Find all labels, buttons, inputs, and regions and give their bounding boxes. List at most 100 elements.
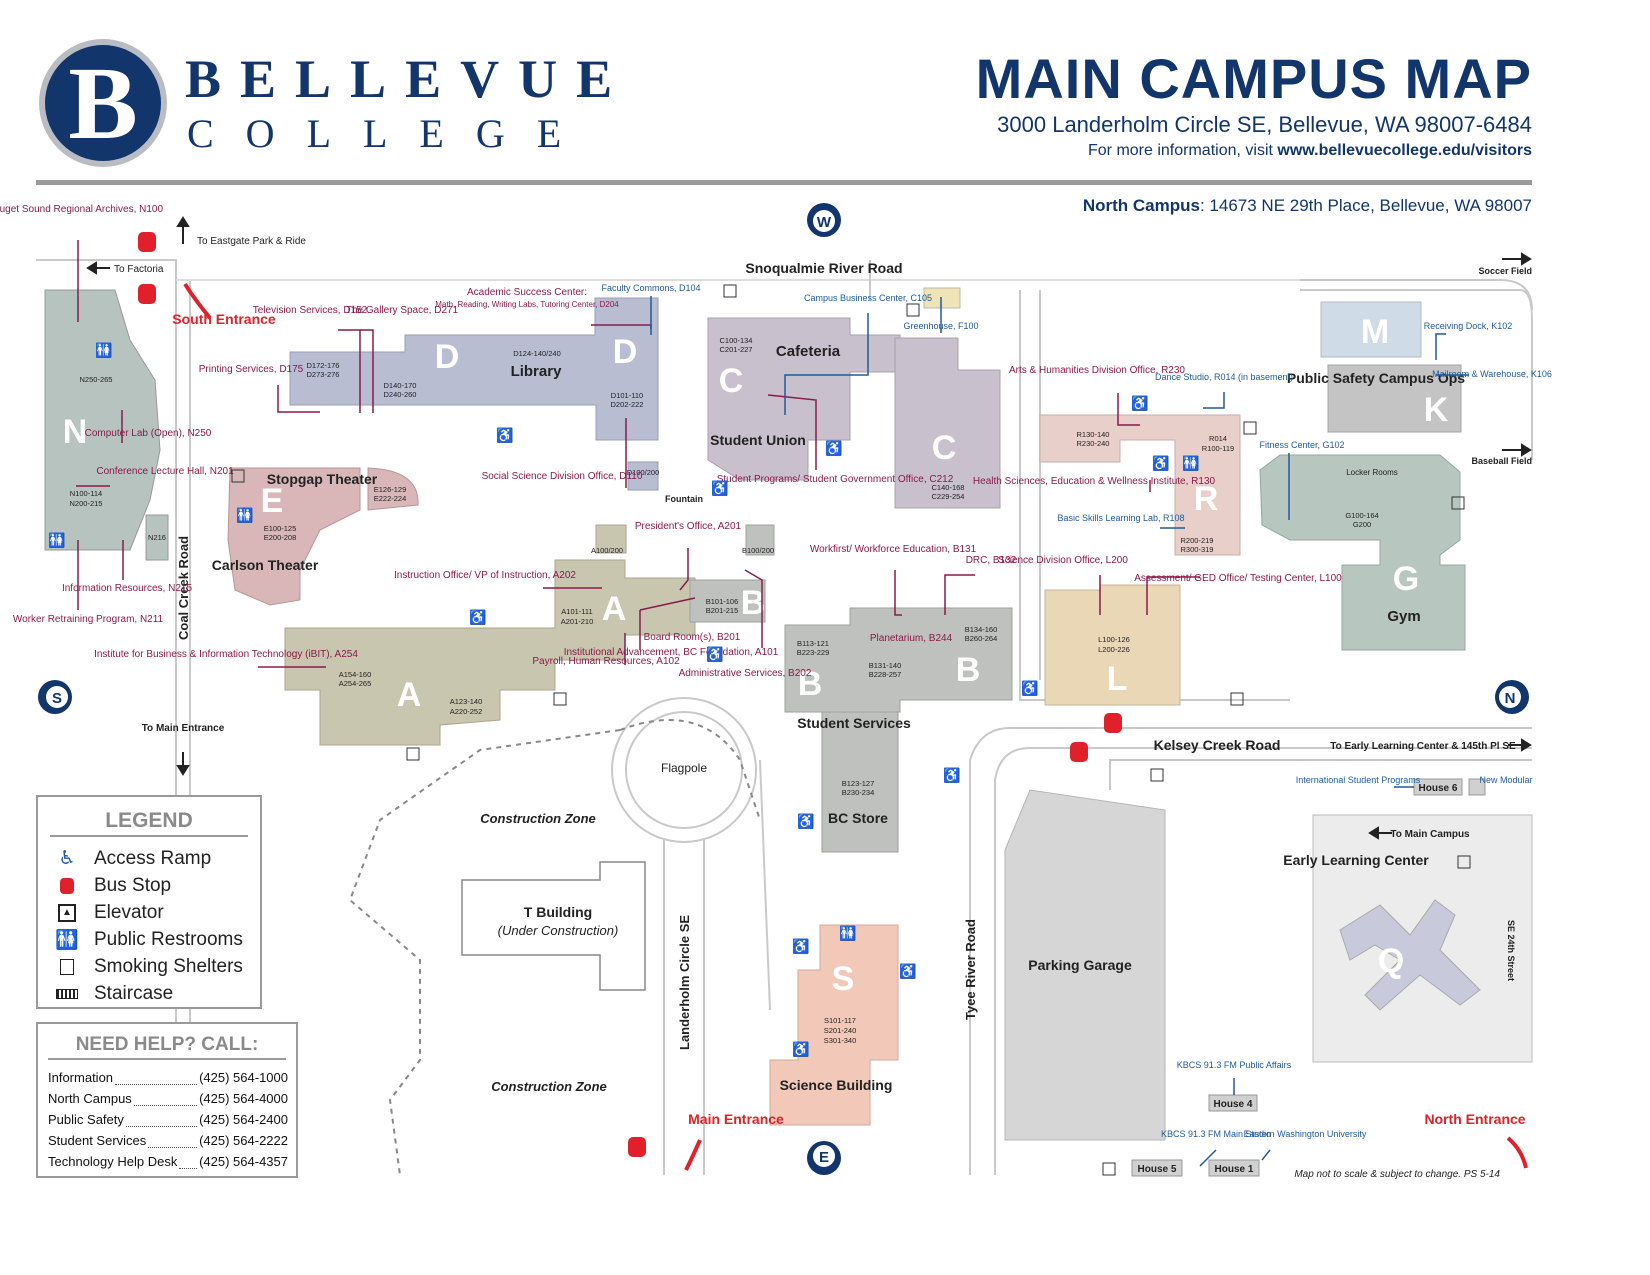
- building-e-annex[interactable]: [367, 467, 419, 511]
- callout-academic-success: Academic Success Center:: [467, 287, 587, 298]
- building-n[interactable]: [44, 289, 161, 551]
- entrance-labels: South Entrance Main Entrance North Entra…: [172, 311, 1526, 1127]
- help-row: Technology Help Desk (425) 564-4357: [48, 1154, 288, 1175]
- building-r[interactable]: [1039, 414, 1241, 556]
- building-e[interactable]: [227, 467, 361, 606]
- bus-stop-icon: [54, 877, 80, 894]
- student-union-label: Student Union: [710, 432, 806, 448]
- smoking-shelter-icon: [1451, 496, 1465, 510]
- help-label: Public Safety: [48, 1112, 124, 1127]
- help-phone[interactable]: (425) 564-1000: [199, 1070, 288, 1085]
- house-4[interactable]: [1208, 1094, 1258, 1112]
- legend-title: LEGEND: [105, 809, 193, 832]
- parking-garage-label: Parking Garage: [1028, 957, 1132, 973]
- legend-label: Access Ramp: [94, 847, 212, 869]
- room-d172: D172-176: [307, 361, 340, 370]
- bus-stop-icon[interactable]: [628, 1137, 646, 1157]
- restroom-icon: 🚻: [48, 532, 65, 549]
- room-l200: L200-226: [1098, 645, 1130, 654]
- access-ramp-icon: ♿: [792, 938, 809, 955]
- greenhouse[interactable]: [923, 287, 961, 309]
- help-label: North Campus: [48, 1091, 132, 1106]
- access-ramp-icon: ♿: [825, 440, 842, 457]
- room-a100: A100/200: [591, 546, 623, 555]
- compass-east: E: [807, 1141, 841, 1175]
- building-a[interactable]: [284, 559, 696, 746]
- building-s[interactable]: [769, 924, 899, 1126]
- legend-item-restrooms: 🚻Public Restrooms: [54, 926, 260, 953]
- building-k[interactable]: [1327, 364, 1462, 433]
- room-r130: R130-140: [1077, 430, 1110, 439]
- se-24th-label: SE 24th Street: [1506, 920, 1516, 981]
- callout-ewu: Eastern Washington University: [1244, 1129, 1367, 1139]
- help-phone[interactable]: (425) 564-4000: [199, 1091, 288, 1106]
- compass-north: N: [1495, 680, 1529, 714]
- house-5-label: House 5: [1138, 1164, 1177, 1175]
- room-d202: D202-222: [611, 400, 644, 409]
- help-phone[interactable]: (425) 564-2222: [199, 1133, 288, 1148]
- callout-ibit: Institute for Business & Information Tec…: [94, 649, 358, 660]
- building-b-north[interactable]: [689, 579, 766, 623]
- cafeteria-label: Cafeteria: [776, 343, 841, 360]
- letter-n: N: [63, 413, 88, 451]
- help-list: Information(425) 564-1000 North Campus (4…: [38, 1070, 296, 1175]
- building-d[interactable]: [289, 297, 659, 441]
- room-e100: E100-125: [264, 524, 297, 533]
- smoking-shelter-icon: [1102, 1162, 1116, 1176]
- building-student-services[interactable]: [821, 711, 899, 853]
- parking-garage[interactable]: [1004, 789, 1166, 1141]
- room-c201: C201-227: [720, 345, 753, 354]
- callout-campus-business: Campus Business Center, C105: [804, 293, 932, 303]
- room-r200: R200-219: [1181, 536, 1214, 545]
- compass-east-label: E: [819, 1149, 829, 1166]
- house-5[interactable]: [1131, 1159, 1183, 1177]
- new-modular[interactable]: [1468, 778, 1486, 796]
- student-services-label: Student Services: [797, 715, 911, 731]
- brand-line-2: COLLEGE: [187, 111, 594, 156]
- bus-stop-icon[interactable]: [138, 284, 156, 304]
- building-g[interactable]: [1259, 454, 1466, 651]
- t-building-sublabel: (Under Construction): [498, 923, 619, 938]
- help-row: Information(425) 564-1000: [48, 1070, 288, 1091]
- building-t[interactable]: [461, 861, 646, 991]
- carlson-label: Carlson Theater: [212, 557, 319, 573]
- letter-d-east: D: [613, 333, 638, 371]
- building-n216[interactable]: [145, 514, 169, 561]
- letter-d-west: D: [435, 338, 460, 376]
- building-m[interactable]: [1320, 301, 1422, 358]
- campus-address: 3000 Landerholm Circle SE, Bellevue, WA …: [997, 112, 1532, 137]
- help-phone[interactable]: (425) 564-2400: [199, 1112, 288, 1127]
- early-learning-label: Early Learning Center: [1283, 852, 1429, 868]
- room-n250: N250-265: [80, 375, 113, 384]
- room-l100: L100-126: [1098, 635, 1130, 644]
- bus-stop-icon[interactable]: [1070, 742, 1088, 762]
- building-d100[interactable]: [627, 461, 659, 491]
- coal-creek-road-label: Coal Creek Road: [176, 536, 191, 640]
- visitor-url-link[interactable]: www.bellevuecollege.edu/visitors: [1277, 142, 1532, 159]
- callout-payroll: Payroll, Human Resources, A102: [532, 656, 680, 667]
- bus-stop-icon[interactable]: [1104, 713, 1122, 733]
- legend-items: ♿Access Ramp Bus Stop ▲Elevator 🚻Public …: [38, 845, 260, 1007]
- house-1[interactable]: [1208, 1159, 1260, 1177]
- building-c-east[interactable]: [894, 337, 1001, 509]
- main-entrance-label: Main Entrance: [688, 1111, 784, 1127]
- letter-e: E: [261, 482, 284, 520]
- t-building-label: T Building: [524, 904, 592, 920]
- room-d140: D140-170: [384, 381, 417, 390]
- building-q[interactable]: [1339, 899, 1481, 1011]
- callout-health: Health Sciences, Education & Wellness In…: [973, 476, 1216, 487]
- building-b100[interactable]: [745, 524, 775, 556]
- building-a100[interactable]: [595, 524, 627, 554]
- help-label: Technology Help Desk: [48, 1154, 178, 1169]
- callout-info-resources: Information Resources, N215: [62, 583, 193, 594]
- help-phone[interactable]: (425) 564-4357: [199, 1154, 288, 1169]
- restroom-icon: 🚻: [839, 925, 856, 942]
- callout-academic-success-sub: Math, Reading, Writing Labs, Tutoring Ce…: [435, 300, 619, 309]
- callout-president: President's Office, A201: [635, 521, 742, 532]
- bus-stop-icon[interactable]: [138, 232, 156, 252]
- north-campus-address: North Campus: 14673 NE 29th Place, Belle…: [1083, 196, 1532, 216]
- letter-m: M: [1361, 313, 1389, 351]
- smoking-shelter-icon: [906, 303, 920, 317]
- legend-item-elevator: ▲Elevator: [54, 899, 260, 926]
- to-eastgate-label: To Eastgate Park & Ride: [197, 236, 306, 247]
